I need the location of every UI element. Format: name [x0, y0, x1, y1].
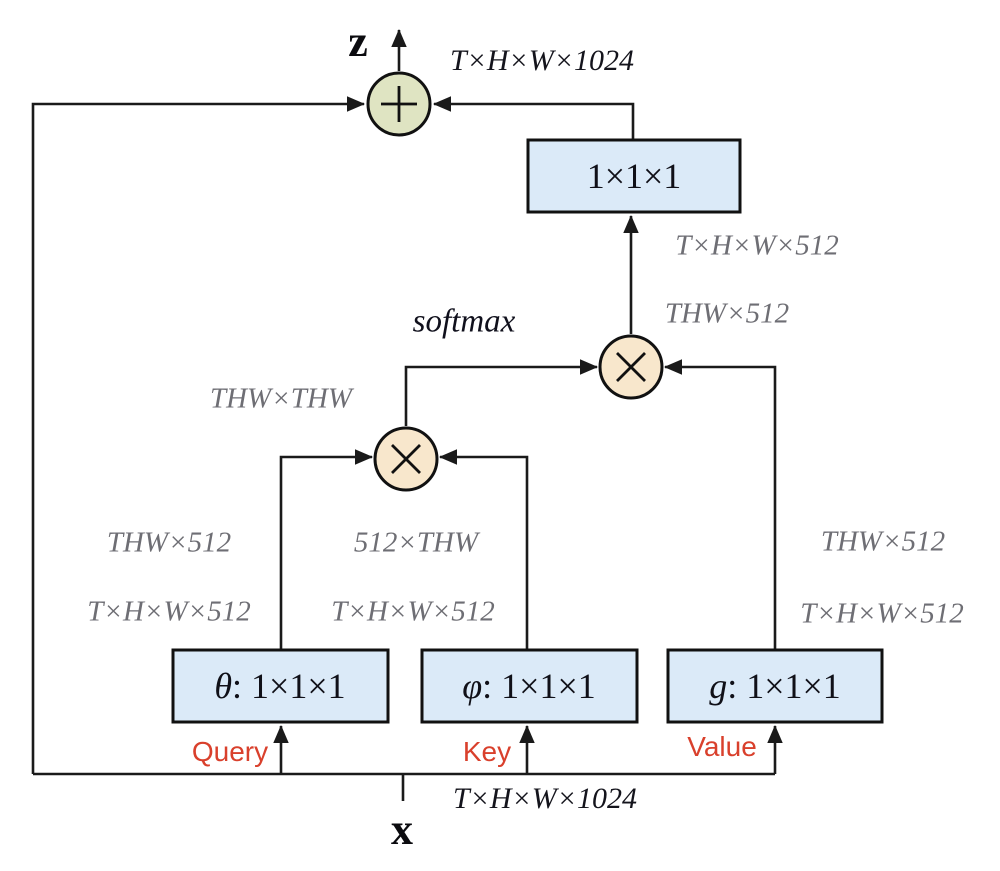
phi-symbol: φ — [462, 666, 483, 706]
g-box-text: : 1×1×1 — [727, 666, 841, 706]
softmax-to-matmul-line — [404, 359, 599, 426]
plus-icon — [381, 86, 417, 122]
multiply-icon-lower — [391, 444, 421, 474]
after-top-conv-dimension-label: T×H×W×512 — [675, 229, 839, 262]
phi-box-text: : 1×1×1 — [482, 666, 596, 706]
input-variable-x: x — [391, 805, 413, 854]
top-conv-box-text: 1×1×1 — [586, 156, 682, 196]
theta-box-text: : 1×1×1 — [232, 666, 346, 706]
value-role-label: Value — [687, 731, 757, 762]
conv-to-add-line — [432, 96, 635, 140]
phi-conv-box — [420, 648, 639, 724]
top-conv-box-label: 1×1×1 — [587, 158, 682, 194]
g-conv-box — [666, 648, 884, 724]
attention-map-dimension-label: THW×THW — [209, 382, 353, 415]
g-box-label: g: 1×1×1 — [709, 668, 841, 704]
residual-connection-line — [31, 96, 366, 774]
g-conv-dimension-label: T×H×W×512 — [800, 597, 964, 630]
theta-conv-box — [171, 648, 390, 724]
phi-to-matmul-line — [438, 449, 529, 650]
theta-to-matmul-line — [279, 449, 374, 650]
g-to-matmul-line — [663, 359, 777, 650]
phi-flat-dimension-label: 512×THW — [353, 526, 479, 559]
query-role-label: Query — [191, 736, 269, 767]
softmax-label: softmax — [412, 303, 516, 340]
phi-box-label: φ: 1×1×1 — [462, 668, 596, 704]
top-conv-box — [526, 138, 742, 214]
g-flat-dimension-label: THW×512 — [820, 525, 946, 558]
before-top-conv-dimension-label: THW×512 — [664, 297, 790, 330]
g-symbol: g — [709, 666, 728, 706]
multiply-icon-upper — [616, 352, 646, 382]
theta-conv-dimension-label: T×H×W×512 — [87, 595, 251, 628]
theta-box-label: θ: 1×1×1 — [214, 668, 345, 704]
output-variable-z: z — [348, 17, 368, 66]
phi-conv-dimension-label: T×H×W×512 — [331, 595, 495, 628]
theta-flat-dimension-label: THW×512 — [106, 526, 232, 559]
output-dimension-label: T×H×W×1024 — [449, 44, 635, 77]
key-role-label: Key — [462, 736, 512, 767]
input-dimension-label: T×H×W×1024 — [452, 782, 638, 815]
theta-symbol: θ — [214, 666, 233, 706]
